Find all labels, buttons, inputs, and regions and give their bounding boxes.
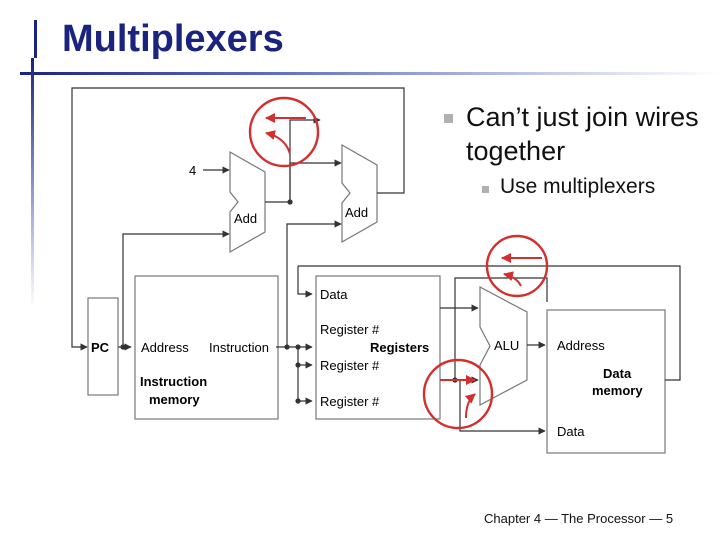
dmem-title-line1: Data [603,366,632,381]
pc-block [87,297,119,396]
instruction-memory-block [134,275,279,420]
imem-title-line1: Instruction [140,374,207,389]
branch-adder [341,143,378,244]
side-rule [31,58,34,308]
conflict-marker-alu-top [485,234,549,298]
data-memory-block [546,309,666,454]
reg-read2-label: Register # [320,358,380,373]
dmem-title-line2: memory [592,383,643,398]
registers-title: Registers [370,340,429,355]
alu-label: ALU [494,338,519,353]
alu [479,286,528,406]
branch-adder-label: Add [345,205,368,220]
title-underline [20,72,720,75]
slide-footer: Chapter 4 — The Processor — 5 [484,511,674,526]
title-accent-bar [34,20,37,58]
bullet-text-main: Can’t just join wires together [466,102,699,166]
pc-adder-label: Add [234,211,257,226]
slide-title: Multiplexers [62,18,284,60]
pc-label: PC [91,340,110,355]
conflict-marker-top [248,96,320,168]
imem-title-line2: memory [149,392,200,407]
bullet-marker-main [444,114,453,123]
pc-adder [229,150,266,254]
bullet-marker-sub [482,186,489,193]
constant-four-label: 4 [189,163,196,178]
reg-write-label: Register # [320,394,380,409]
reg-data-label: Data [320,287,348,302]
imem-instruction-label: Instruction [209,340,269,355]
reg-read1-label: Register # [320,322,380,337]
dmem-address-label: Address [557,338,605,353]
imem-address-label: Address [141,340,189,355]
registers-block [315,275,441,420]
dmem-data-label: Data [557,424,585,439]
bullet-text-sub: Use multiplexers [500,175,656,198]
conflict-marker-alu-bottom [422,358,494,430]
